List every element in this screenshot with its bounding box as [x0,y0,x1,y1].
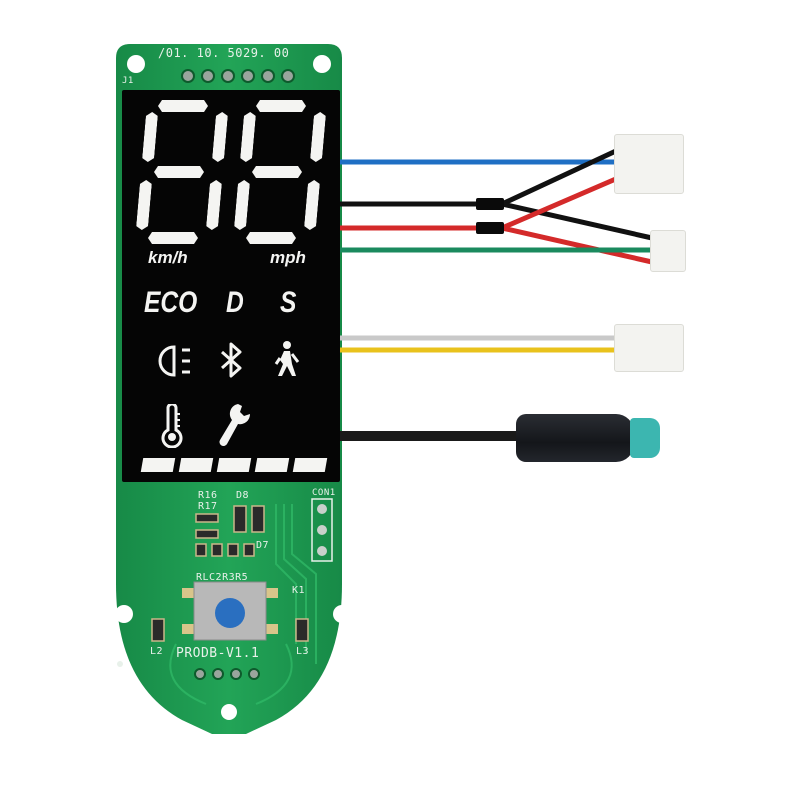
pcb-header-text: /01. 10. 5029. 00 [158,46,290,60]
connector-3pin-small[interactable] [650,230,686,272]
silk-k1: K1 [292,585,306,596]
silk-r17: R17 [198,501,218,512]
battery-bar-5 [292,458,328,472]
battery-bar-1 [140,458,176,472]
battery-bar-4 [254,458,290,472]
cable-harness [340,147,653,441]
mode-eco: ECO [144,286,198,319]
connector-2pin[interactable] [614,324,684,372]
silk-l2: L2 [150,646,164,657]
silk-d8: D8 [236,490,250,501]
lcd-display: km/h mph ECO D S [122,90,340,482]
silk-d7: D7 [256,540,270,551]
silk-con1: CON1 [312,488,336,498]
silk-version: PRODB-V1.1 [176,646,260,661]
unit-kmh: km/h [148,248,188,267]
mode-s: S [280,286,297,319]
wrench-icon [219,404,251,447]
thermometer-icon [161,404,183,448]
silk-l3: L3 [296,646,310,657]
bluetooth-icon [221,342,242,378]
waterproof-connector-tip [630,418,660,458]
battery-bar-3 [216,458,252,472]
headlight-icon [158,345,190,377]
waterproof-connector[interactable] [516,414,634,462]
connector-3pin-top[interactable] [614,134,684,194]
pedestrian-icon [274,341,300,376]
mode-d: D [226,286,244,319]
silk-r16: R16 [198,490,218,501]
tactile-button[interactable] [215,598,245,628]
battery-bar-2 [178,458,214,472]
unit-mph: mph [270,248,306,267]
pcb-j1-label: J1 [122,76,134,86]
silk-rlc: RLC2R3R5 [196,572,249,583]
